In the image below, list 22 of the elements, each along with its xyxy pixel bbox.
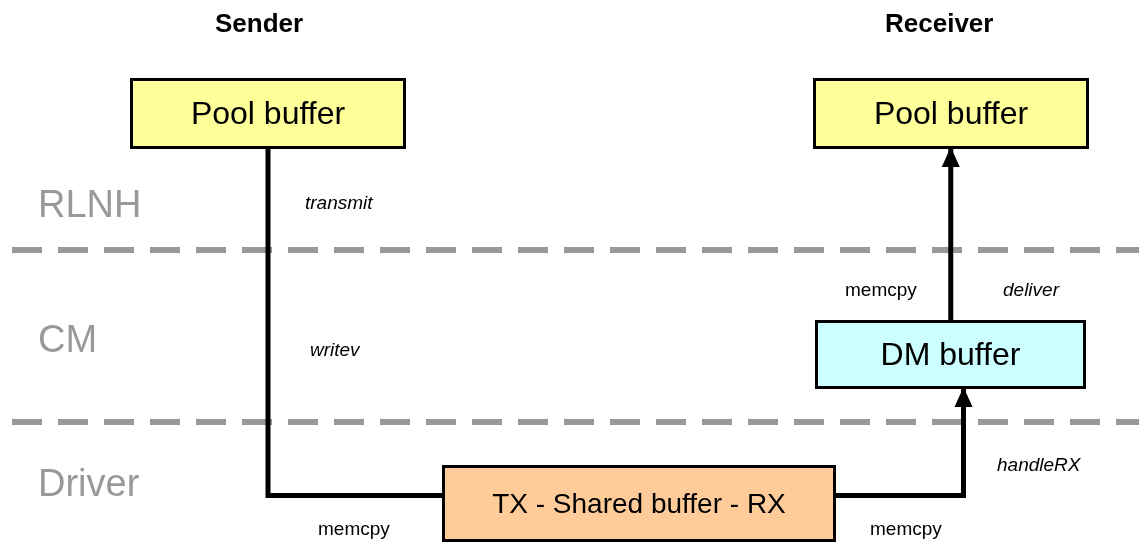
- box-label: TX - Shared buffer - RX: [492, 487, 786, 520]
- function-name: memcpy: [318, 518, 390, 540]
- function-name: writev: [310, 339, 360, 361]
- layer-name: RLNH: [38, 183, 142, 226]
- function-name: transmit: [305, 192, 373, 214]
- function-name: memcpy: [845, 279, 917, 301]
- box-label: DM buffer: [880, 336, 1021, 373]
- function-name: memcpy: [870, 518, 942, 540]
- layer-name: CM: [38, 318, 98, 361]
- buffer-box: [813, 78, 1089, 149]
- function-name: deliver: [1003, 279, 1059, 301]
- buffer-box: [815, 320, 1086, 389]
- function-name: handleRX: [997, 454, 1081, 476]
- buffer-box: [442, 465, 836, 542]
- box-label: Pool buffer: [873, 95, 1029, 132]
- arrow: [941, 147, 960, 320]
- column-heading: Receiver: [885, 8, 994, 39]
- column-heading: Sender: [215, 8, 304, 39]
- box-label: Pool buffer: [190, 95, 346, 132]
- buffer-box: [130, 78, 406, 149]
- arrow: [836, 387, 973, 498]
- layer-name: Driver: [38, 462, 140, 505]
